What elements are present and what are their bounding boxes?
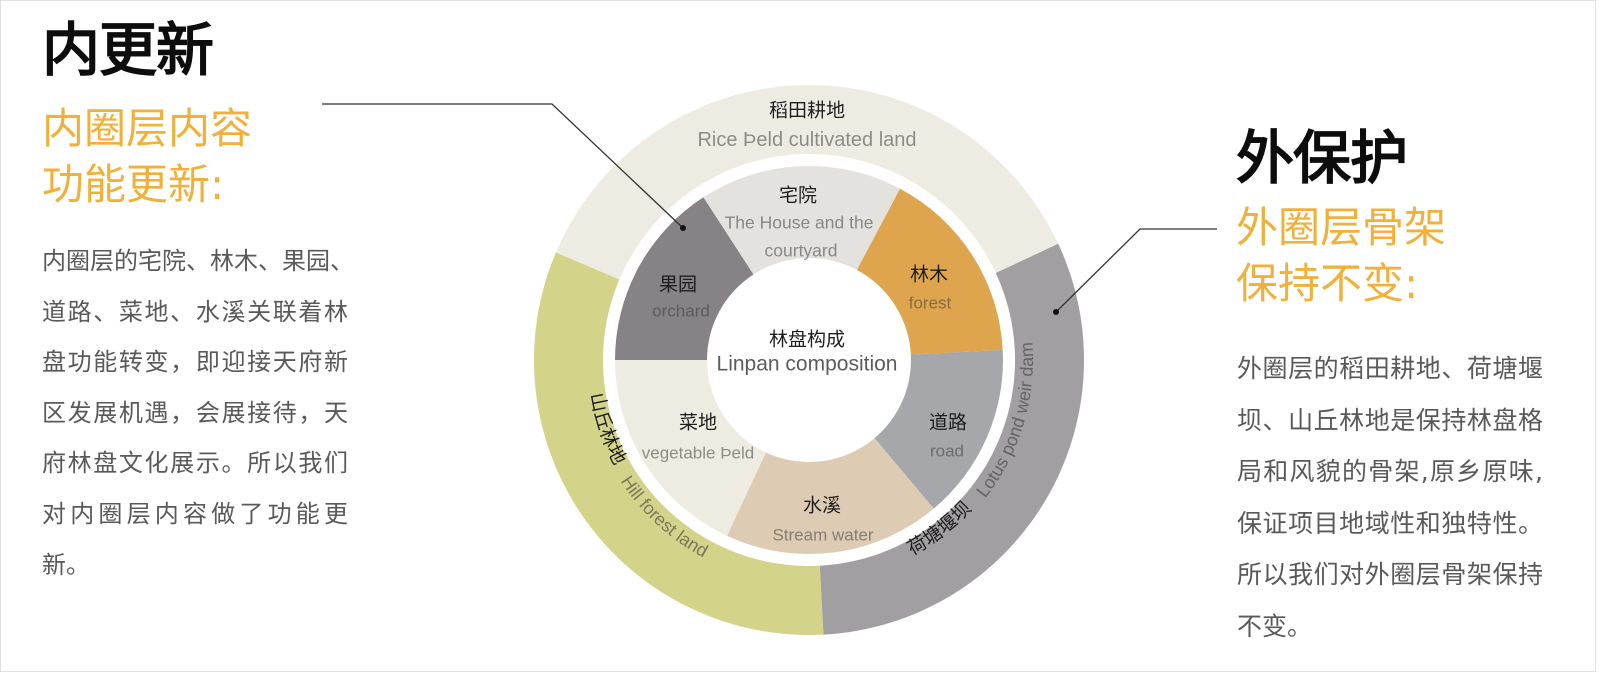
leader-dot-icon xyxy=(680,225,686,231)
subtitle-line: 内圈层内容 xyxy=(42,104,253,153)
center-label-en: Linpan composition xyxy=(716,352,898,376)
body-line: 外圈层的稻田耕地、荷塘堰 xyxy=(1237,354,1543,383)
body-line: 坝、山丘林地是保持林盘格 xyxy=(1237,405,1543,435)
road-label-en: road xyxy=(929,441,965,461)
house-label-en-line2: courtyard xyxy=(764,240,838,261)
outer-ring-segment-rice xyxy=(555,85,1059,280)
right-panel-subtitle: 外圈层骨架 保持不变: xyxy=(1236,200,1446,312)
body-line: 保证项目地域性和独特性。 xyxy=(1237,508,1543,538)
body-line: 内圈层的宅院、林木、果园、 xyxy=(42,247,354,275)
right-panel-body: 外圈层的稻田耕地、荷塘堰 坝、山丘林地是保持林盘格 局和风貌的骨架,原乡原味, … xyxy=(1237,343,1543,653)
vegetable-label-en: vegetable Þeld xyxy=(641,443,755,463)
right-leader-line xyxy=(1053,228,1217,315)
inner-ring-segment-stream xyxy=(727,438,934,554)
orchard-label-en: orchard xyxy=(652,301,710,321)
left-panel-body: 内圈层的宅院、林木、果园、 道路、菜地、水溪关联着林 盘功能转变，即迎接天府新 … xyxy=(42,236,354,590)
inner-ring-segment-house xyxy=(703,166,901,275)
body-line: 对内圈层内容做了功能更 xyxy=(42,499,348,528)
forest-label-cn: 林木 xyxy=(909,263,949,286)
outer-ring-segment-hill xyxy=(534,252,824,635)
inner-ring-segment-road xyxy=(874,349,1003,509)
stream-label-en: Stream water xyxy=(772,525,874,545)
outer-ring xyxy=(534,85,1084,635)
body-line: 局和风貌的骨架,原乡原味, xyxy=(1237,457,1543,487)
body-line: 道路、菜地、水溪关联着林 xyxy=(42,297,348,326)
forest-label-en: forest xyxy=(908,293,952,313)
body-line: 所以我们对外圈层骨架保持 xyxy=(1237,560,1543,590)
inner-ring-segment-vegetable xyxy=(615,360,766,536)
inner-ring xyxy=(615,166,1003,554)
rice-field-label-cn: 稻田耕地 xyxy=(768,99,846,122)
house-label-cn: 宅院 xyxy=(778,184,818,207)
body-line: 盘功能转变，即迎接天府新 xyxy=(42,348,348,377)
subtitle-line: 功能更新: xyxy=(42,160,225,209)
subtitle-line: 外圈层骨架 xyxy=(1236,203,1447,252)
inner-ring-segment-forest xyxy=(856,188,1003,355)
left-leader-line xyxy=(322,103,686,231)
right-panel-title: 外保护 xyxy=(1236,124,1408,192)
leader-dot-icon xyxy=(1053,309,1059,315)
road-label-cn: 道路 xyxy=(928,411,968,434)
stream-label-cn: 水溪 xyxy=(802,494,842,517)
body-line: 区发展机遇，会展接待，天 xyxy=(42,398,348,427)
outer-ring-segment-lotus xyxy=(819,243,1084,635)
inner-ring-segment-orchard xyxy=(615,197,754,360)
subtitle-line: 保持不变: xyxy=(1236,259,1419,308)
vegetable-label-cn: 菜地 xyxy=(678,411,718,434)
body-line: 府林盘文化展示。所以我们 xyxy=(42,449,348,478)
left-panel-subtitle: 内圈层内容 功能更新: xyxy=(42,101,252,213)
body-line: 不变。 xyxy=(1237,611,1313,641)
left-panel-title: 内更新 xyxy=(42,16,214,84)
rice-field-label-en: Rice Þeld cultivated land xyxy=(697,129,917,151)
house-label-en-line1: The House and the xyxy=(724,212,874,233)
center-label-cn: 林盘构成 xyxy=(768,328,846,351)
orchard-label-cn: 果园 xyxy=(658,273,698,296)
body-line: 新。 xyxy=(42,550,90,579)
